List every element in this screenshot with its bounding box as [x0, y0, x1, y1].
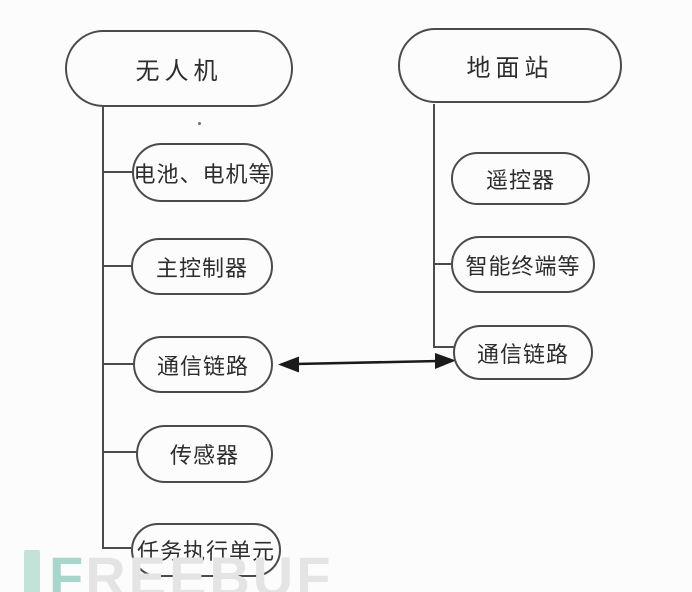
- node-smart-terminal-label: 智能终端等: [465, 253, 581, 279]
- node-task-unit-label: 任务执行单元: [136, 539, 275, 564]
- node-remote-controller: 遥控器: [451, 152, 590, 205]
- node-task-unit: 任务执行单元: [131, 523, 281, 577]
- scan-speck: [198, 122, 201, 125]
- node-comm-link-gs: 通信链路: [453, 325, 593, 380]
- uav-trunk-line: [102, 107, 131, 549]
- node-battery-motor-label: 电池、电机等: [133, 161, 272, 187]
- node-smart-terminal: 智能终端等: [451, 236, 595, 293]
- node-remote-controller-label: 遥控器: [485, 167, 555, 193]
- gs-trunk-line: [433, 104, 454, 348]
- node-comm-link-gs-label: 通信链路: [476, 341, 569, 367]
- node-ground-station: 地面站: [398, 28, 622, 103]
- node-battery-motor: 电池、电机等: [132, 143, 273, 202]
- comm-link-arrowhead-left: [278, 356, 299, 373]
- node-comm-link-uav: 通信链路: [133, 336, 273, 393]
- comm-link-arrow-shaft: [294, 359, 440, 366]
- node-uav-label: 无人机: [135, 59, 223, 85]
- node-comm-link-uav-label: 通信链路: [156, 353, 249, 379]
- node-uav: 无人机: [65, 30, 293, 107]
- node-ground-station-label: 地面站: [466, 56, 554, 82]
- node-main-controller: 主控制器: [131, 238, 273, 295]
- node-sensor: 传感器: [136, 425, 273, 483]
- node-sensor-label: 传感器: [169, 443, 239, 468]
- comm-link-arrowhead-right: [435, 353, 456, 369]
- node-main-controller-label: 主控制器: [155, 255, 248, 281]
